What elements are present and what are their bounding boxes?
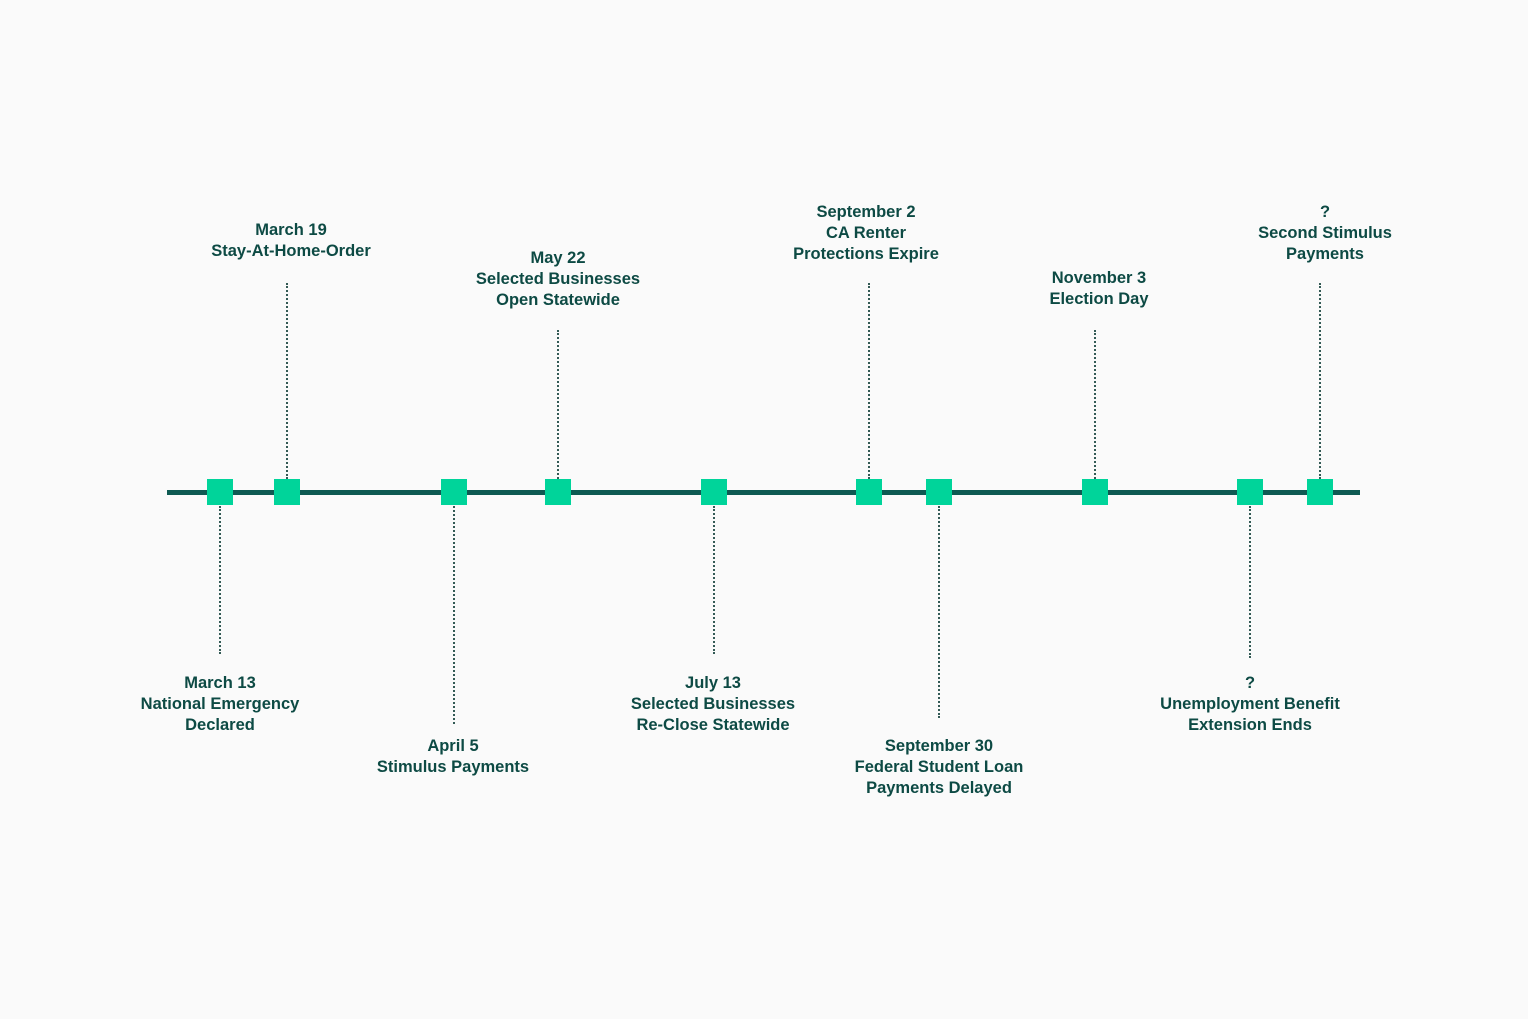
event-date: March 19 xyxy=(255,221,327,239)
event-label-unemployment-end: ? Unemployment Benefit Extension Ends xyxy=(1090,673,1410,736)
event-title: Re-Close Statewide xyxy=(636,716,790,734)
event-marker-april-5 xyxy=(441,479,467,505)
event-marker-july-13 xyxy=(701,479,727,505)
event-title: Open Statewide xyxy=(496,291,620,309)
event-date: March 13 xyxy=(184,674,256,692)
event-marker-may-22 xyxy=(545,479,571,505)
event-title: Selected Businesses xyxy=(630,695,796,713)
event-connector xyxy=(219,506,221,654)
event-marker-march-19 xyxy=(274,479,300,505)
event-label-may-22: May 22 Selected Businesses Open Statewid… xyxy=(398,248,718,311)
event-date: May 22 xyxy=(530,249,586,267)
event-label-september-2: September 2 CA Renter Protections Expire xyxy=(706,202,1026,265)
event-marker-september-2 xyxy=(856,479,882,505)
event-marker-march-13 xyxy=(207,479,233,505)
event-title: National Emergency xyxy=(140,695,300,713)
event-title: Stimulus Payments xyxy=(376,758,530,776)
event-label-march-13: March 13 National Emergency Declared xyxy=(60,673,380,736)
event-connector xyxy=(1319,283,1321,479)
event-marker-second-stimulus xyxy=(1307,479,1333,505)
event-label-november-3: November 3 Election Day xyxy=(939,268,1259,310)
event-marker-september-30 xyxy=(926,479,952,505)
event-date: April 5 xyxy=(427,737,479,755)
event-label-april-5: April 5 Stimulus Payments xyxy=(293,736,613,778)
event-title: Extension Ends xyxy=(1188,716,1312,734)
event-label-march-19: March 19 Stay-At-Home-Order xyxy=(131,220,451,262)
event-title: Second Stimulus xyxy=(1258,224,1392,242)
event-title: Declared xyxy=(185,716,255,734)
event-title: Election Day xyxy=(1049,290,1149,308)
event-title: Protections Expire xyxy=(793,245,939,263)
event-connector xyxy=(453,506,455,724)
event-title: Selected Businesses xyxy=(475,270,641,288)
event-connector xyxy=(1249,506,1251,658)
event-title: Unemployment Benefit xyxy=(1160,695,1340,713)
event-connector xyxy=(286,283,288,479)
event-connector xyxy=(713,506,715,654)
event-date: July 13 xyxy=(685,674,741,692)
event-marker-unemployment-end xyxy=(1237,479,1263,505)
event-label-september-30: September 30 Federal Student Loan Paymen… xyxy=(779,736,1099,799)
event-title: Payments Delayed xyxy=(866,779,1012,797)
event-title: Federal Student Loan xyxy=(854,758,1024,776)
event-title: CA Renter xyxy=(825,224,907,242)
event-title: Stay-At-Home-Order xyxy=(211,242,371,260)
event-connector xyxy=(1094,330,1096,479)
event-connector xyxy=(938,506,940,718)
event-date: ? xyxy=(1319,203,1331,221)
event-label-second-stimulus: ? Second Stimulus Payments xyxy=(1165,202,1485,265)
event-date: September 2 xyxy=(816,203,916,221)
event-connector xyxy=(868,283,870,479)
timeline-axis xyxy=(167,490,1360,495)
event-date: September 30 xyxy=(884,737,994,755)
event-connector xyxy=(557,330,559,479)
event-date: ? xyxy=(1244,674,1256,692)
event-title: Payments xyxy=(1286,245,1364,263)
event-marker-november-3 xyxy=(1082,479,1108,505)
event-date: November 3 xyxy=(1051,269,1147,287)
event-label-july-13: July 13 Selected Businesses Re-Close Sta… xyxy=(553,673,873,736)
